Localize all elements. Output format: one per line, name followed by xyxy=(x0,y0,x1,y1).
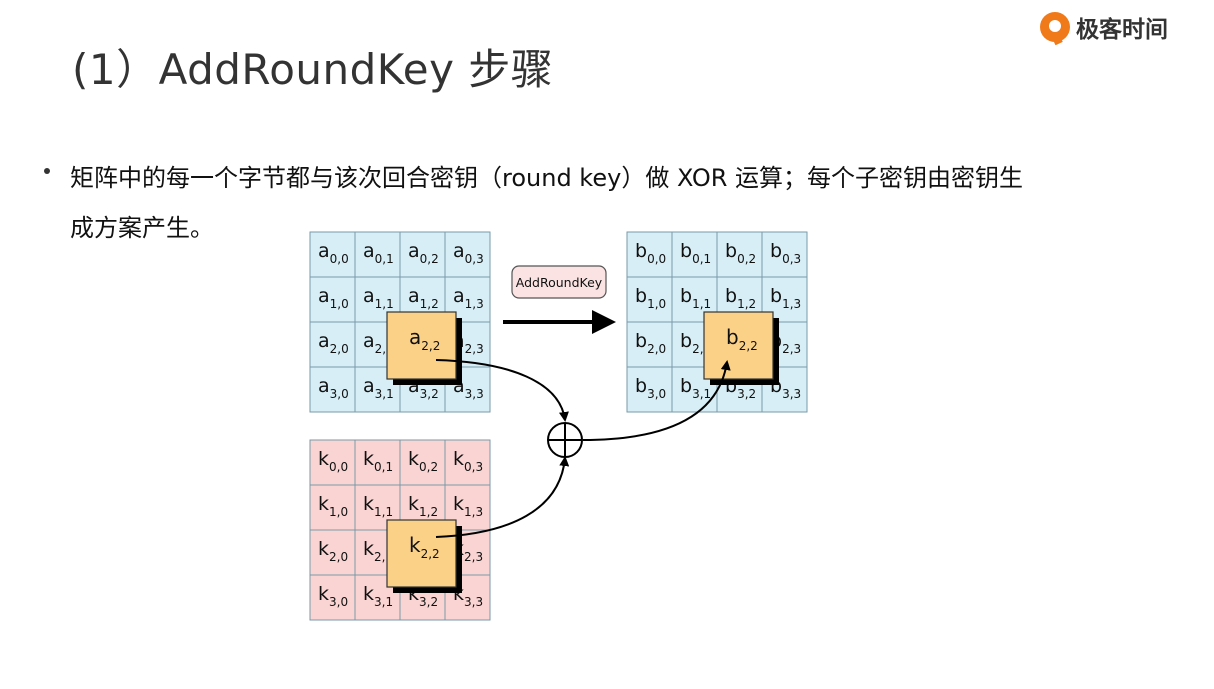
cell-label: k1,2 xyxy=(408,493,438,519)
cell-label: k0,0 xyxy=(318,448,348,474)
cell-label: b3,1 xyxy=(680,375,711,401)
logo-text: 极客时间 xyxy=(1076,17,1168,43)
k-to-xor-curve xyxy=(435,456,570,538)
cell-label: a0,1 xyxy=(363,240,394,266)
matrix-cell xyxy=(444,276,491,323)
cell-label: b1,0 xyxy=(635,285,666,311)
cell-label: b0,0 xyxy=(635,240,666,266)
cell-label: b1,2 xyxy=(725,285,756,311)
cell-label: b2,2 xyxy=(726,325,758,353)
cell-label: a1,2 xyxy=(408,285,439,311)
cell-label: k0,1 xyxy=(363,448,393,474)
cell-label: b0,2 xyxy=(725,240,756,266)
matrix-cell xyxy=(399,439,446,486)
cell-label: k3,3 xyxy=(453,583,483,609)
cell-label: a1,3 xyxy=(453,285,484,311)
geektime-logo-icon xyxy=(1040,12,1070,42)
page-title: (1）AddRoundKey 步骤 xyxy=(72,45,554,94)
cell-label: a1,1 xyxy=(363,285,394,311)
cell-label: a1,0 xyxy=(318,285,349,311)
matrix-cell xyxy=(309,529,356,576)
cell-label: a2,0 xyxy=(318,330,349,356)
cell-label: k3,0 xyxy=(318,583,348,609)
matrix-cell xyxy=(761,231,808,278)
cell-label: a0,3 xyxy=(453,240,484,266)
matrix-cell xyxy=(444,439,491,486)
matrix-cell xyxy=(309,574,356,621)
matrix-cell xyxy=(309,231,356,278)
xor-to-b-curve xyxy=(582,360,731,441)
cell-label: k3,1 xyxy=(363,583,393,609)
brand-logo: 极客时间 xyxy=(1040,10,1168,44)
cell-label: a3,3 xyxy=(453,375,484,401)
cell-label: k1,3 xyxy=(453,493,483,519)
cell-label: a3,2 xyxy=(408,375,439,401)
bullet-text-line-1: 矩阵中的每一个字节都与该次回合密钥（round key）做 XOR 运算；每个子… xyxy=(70,164,1024,192)
cell-label: a3,0 xyxy=(318,375,349,401)
cell-label: b0,3 xyxy=(770,240,801,266)
highlight-cell xyxy=(386,519,457,588)
highlight-cell xyxy=(386,311,457,380)
matrix-cell xyxy=(309,484,356,531)
matrix-cell xyxy=(354,231,401,278)
cell-label: b2,0 xyxy=(635,330,666,356)
a-to-xor-curve xyxy=(435,359,569,422)
matrix-cell xyxy=(626,321,673,368)
cell-label: k0,3 xyxy=(453,448,483,474)
matrix-cell xyxy=(399,231,446,278)
bullet-text-line-2: 成方案产生。 xyxy=(70,214,214,242)
cell-label: k1,1 xyxy=(363,493,393,519)
cell-label: k2,0 xyxy=(318,538,348,564)
cell-label: b3,0 xyxy=(635,375,666,401)
matrix-cell xyxy=(444,231,491,278)
cell-label: a0,0 xyxy=(318,240,349,266)
cell-label: k2,2 xyxy=(409,533,440,561)
addroundkey-label: AddRoundKey xyxy=(511,265,607,299)
cell-label: b1,3 xyxy=(770,285,801,311)
matrix-cell xyxy=(671,366,718,413)
cell-label: k1,0 xyxy=(318,493,348,519)
highlight-cell xyxy=(703,311,774,380)
cell-label: b0,1 xyxy=(680,240,711,266)
cell-label: a2,2 xyxy=(409,325,440,353)
addroundkey-label-text: AddRoundKey xyxy=(516,275,603,290)
bullet-icon xyxy=(44,168,50,174)
right-arrow-head xyxy=(592,310,616,334)
xor-circle-icon xyxy=(547,422,583,458)
cell-label: a0,2 xyxy=(408,240,439,266)
cell-label: a3,1 xyxy=(363,375,394,401)
cell-label: k3,2 xyxy=(408,583,438,609)
matrix-cell xyxy=(309,366,356,413)
cell-label: k0,2 xyxy=(408,448,438,474)
cell-label: b1,1 xyxy=(680,285,711,311)
